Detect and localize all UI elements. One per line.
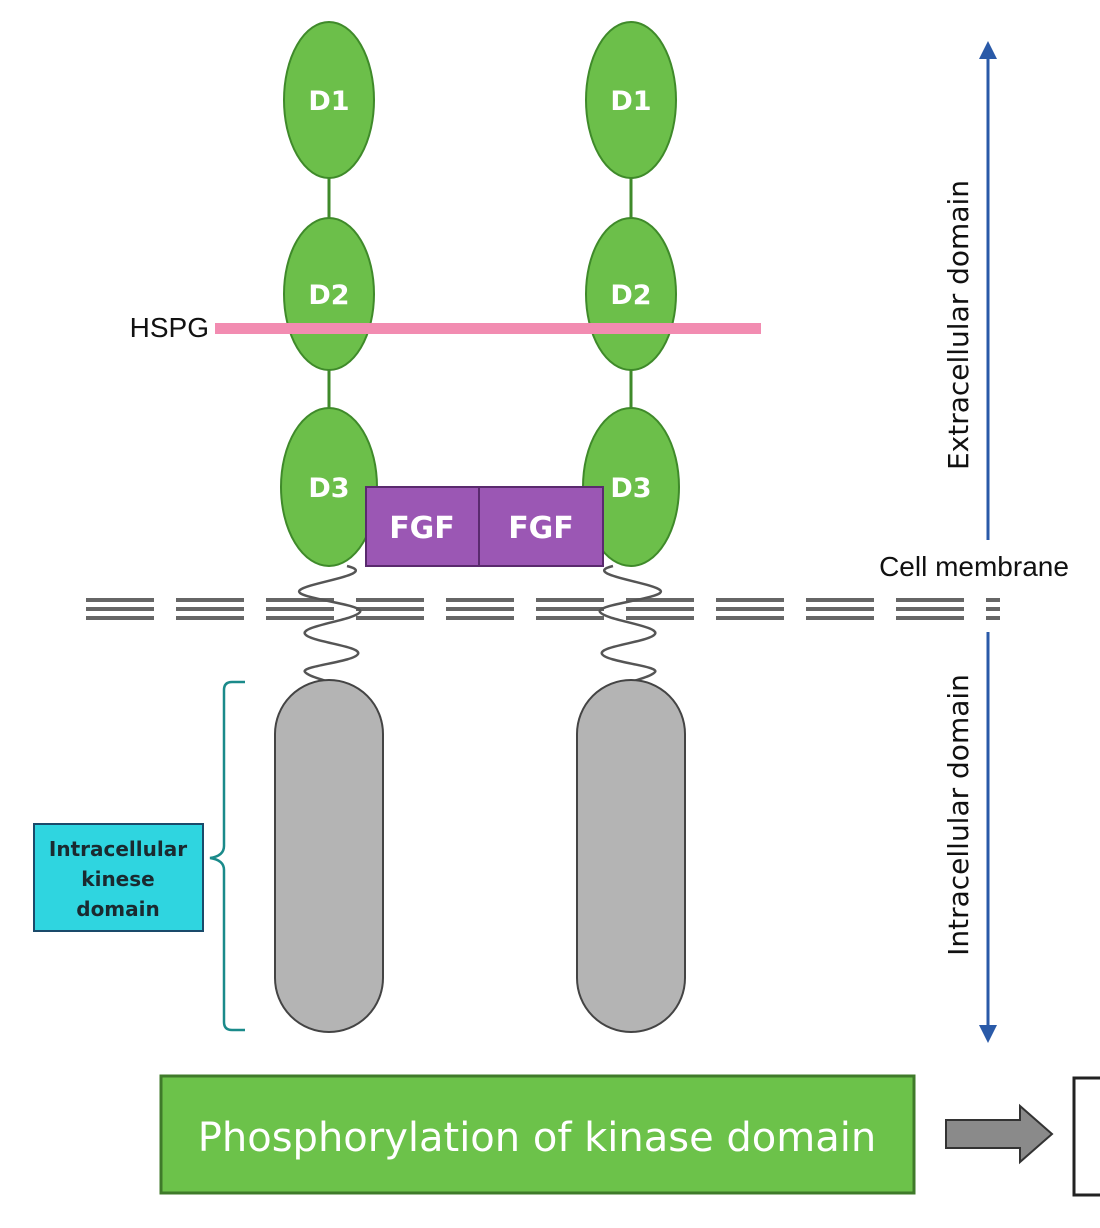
right-transmembrane-helix xyxy=(598,564,662,685)
fgf-label-left: FGF xyxy=(389,511,455,546)
right-kinase-domain xyxy=(576,679,686,1033)
left-transmembrane-helix xyxy=(298,564,362,685)
hspg-label: HSPG xyxy=(130,312,209,343)
left-d1-domain: D1 xyxy=(283,21,375,179)
next-step-arrow xyxy=(945,1103,1054,1165)
fgf-dimer: FGF FGF xyxy=(365,486,604,567)
fgf-ligand-right: FGF xyxy=(478,486,604,567)
next-step-box xyxy=(1072,1076,1100,1197)
hspg-bar xyxy=(215,323,761,334)
kinase-box-line-2: kinese xyxy=(81,867,154,891)
left-d2-label: D2 xyxy=(308,280,349,311)
right-d1-label: D1 xyxy=(610,86,651,117)
transmembrane-helices xyxy=(298,564,662,685)
right-d3-label: D3 xyxy=(610,473,651,504)
fgf-ligand-left: FGF xyxy=(365,486,480,567)
right-receptor: D1 D2 D3 xyxy=(582,21,680,567)
right-d1-domain: D1 xyxy=(585,21,677,179)
left-d1-label: D1 xyxy=(308,86,349,117)
intracellular-domain-label: Intracellular domain xyxy=(942,674,975,956)
hspg: HSPG xyxy=(130,312,761,343)
extracellular-domain-label: Extracellular domain xyxy=(942,180,975,470)
kinase-domains xyxy=(274,679,686,1033)
phosphorylation-label: Phosphorylation of kinase domain xyxy=(198,1115,876,1161)
kinase-box-line-1: Intracellular xyxy=(49,837,187,861)
fgf-label-right: FGF xyxy=(508,511,574,546)
domain-linkers xyxy=(327,178,633,408)
right-d2-label: D2 xyxy=(610,280,651,311)
cell-membrane-label: Cell membrane xyxy=(879,551,1069,582)
kinase-box-line-3: domain xyxy=(76,897,160,921)
left-d2-domain: D2 xyxy=(283,217,375,371)
kinase-bracket xyxy=(209,680,245,1032)
left-receptor: D1 D2 D3 xyxy=(280,21,378,567)
cell-membrane xyxy=(86,598,1000,620)
left-d3-label: D3 xyxy=(308,473,349,504)
right-d3-domain: D3 xyxy=(582,407,680,567)
left-d3-domain: D3 xyxy=(280,407,378,567)
right-d2-domain: D2 xyxy=(585,217,677,371)
kinase-label-box: Intracellular kinese domain xyxy=(33,823,204,932)
membrane-label-backdrop xyxy=(860,548,1090,586)
phosphorylation-banner: Phosphorylation of kinase domain xyxy=(159,1074,916,1195)
left-kinase-domain xyxy=(274,679,384,1033)
